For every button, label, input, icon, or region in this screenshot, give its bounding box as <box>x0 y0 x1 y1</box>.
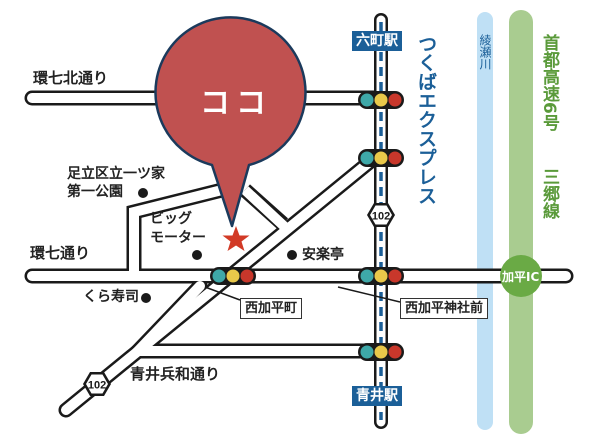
label-park-line2: 第一公園 <box>67 184 123 200</box>
label-bigmotor-line1: ビッグ <box>150 211 192 227</box>
anrakutei-dot <box>287 250 297 260</box>
label-ayase-river: 綾瀬川 <box>478 34 492 70</box>
label-tsukuba-express: つくばエクスプレス <box>415 34 437 205</box>
label-kan7: 環七通り <box>30 244 91 262</box>
label-kahei-ic: 加平IC <box>502 270 540 284</box>
label-expressway-line2: 三郷線 <box>539 168 559 219</box>
route-102-shield-north: 102 <box>367 203 395 227</box>
location-pin <box>154 16 307 228</box>
label-expressway-line1: 首都高速6号 <box>539 34 559 131</box>
signal-lamp <box>388 345 402 359</box>
label-park-line1: 足立区立一ツ家 <box>67 166 165 182</box>
label-aoi-hyowa: 青井兵和通り <box>130 365 221 383</box>
signal-lamp <box>226 269 240 283</box>
route-number: 102 <box>372 211 390 223</box>
station-aoi: 青井駅 <box>352 386 402 406</box>
traffic-signal-icon <box>358 91 404 109</box>
route-number: 102 <box>88 380 106 392</box>
bigmotor-dot <box>192 250 202 260</box>
traffic-signal-icon <box>358 267 404 285</box>
kurazushi-dot <box>141 293 151 303</box>
signal-lamp <box>360 151 374 165</box>
label-anrakutei: 安楽亭 <box>302 247 344 263</box>
label-bigmotor-line2: モーター <box>150 230 206 246</box>
signal-lamp <box>240 269 254 283</box>
kahei-ic-marker <box>500 255 542 297</box>
signal-lamp <box>388 151 402 165</box>
signal-lamp <box>360 269 374 283</box>
traffic-signal-icon <box>358 343 404 361</box>
signal-lamp <box>374 269 388 283</box>
star-icon <box>222 226 250 251</box>
signal-lamp <box>360 345 374 359</box>
signal-lamp <box>388 269 402 283</box>
signal-lamp <box>374 345 388 359</box>
marker-label: ココ <box>200 86 272 121</box>
route-102-shield-south: 102 <box>83 372 111 396</box>
traffic-signal-icon <box>358 149 404 167</box>
park-dot <box>138 188 148 198</box>
pointer-line <box>337 286 401 303</box>
label-kurazushi: くら寿司 <box>83 289 139 305</box>
intersection-nishikahei-jinjamae: 西加平神社前 <box>400 298 489 319</box>
pointer-line <box>204 286 241 301</box>
label-kan7-north: 環七北通り <box>33 69 109 87</box>
traffic-signals <box>210 91 404 361</box>
station-rokucho: 六町駅 <box>352 31 402 51</box>
traffic-signal-icon <box>210 267 256 285</box>
signal-lamp <box>388 93 402 107</box>
signal-lamp <box>374 93 388 107</box>
signal-lamp <box>212 269 226 283</box>
signal-lamp <box>360 93 374 107</box>
signal-lamp <box>374 151 388 165</box>
intersection-nishikahei-cho: 西加平町 <box>240 298 303 319</box>
